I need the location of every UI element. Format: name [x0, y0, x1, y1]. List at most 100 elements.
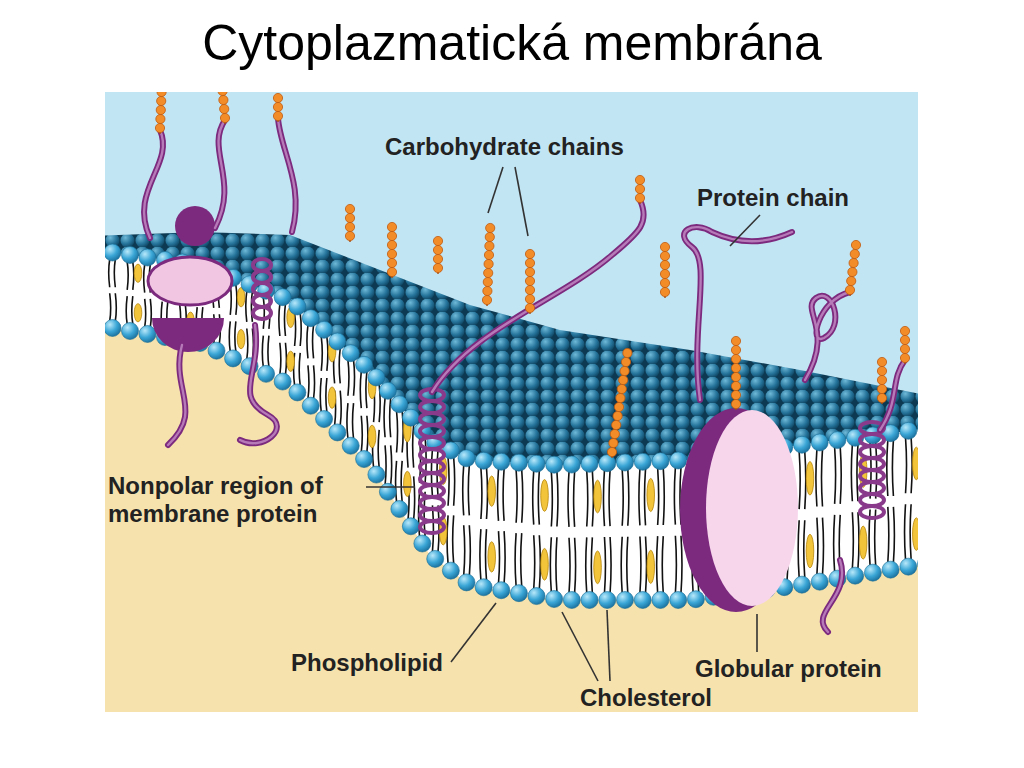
lipid-tail — [251, 291, 252, 322]
leader-line — [515, 167, 528, 236]
lipid-head — [510, 585, 527, 602]
cholesterol-molecule — [541, 480, 549, 512]
lipid-tail — [326, 378, 327, 412]
lipid-tail — [551, 472, 552, 527]
lipid-head — [670, 452, 687, 469]
lipid-tail — [646, 536, 647, 593]
lipid-tail — [453, 515, 454, 563]
lipid-head — [391, 396, 408, 413]
lipid-head — [528, 455, 545, 472]
lipid-head — [442, 562, 459, 579]
lipid-head — [274, 373, 291, 390]
lipid-tail — [367, 416, 368, 452]
lipid-tail — [235, 321, 236, 351]
lipid-head — [356, 451, 373, 468]
lipid-tail — [639, 469, 640, 526]
lipid-head — [208, 342, 225, 359]
lipid-head — [617, 592, 634, 609]
lipid-tail — [534, 535, 535, 589]
lipid-tail — [905, 504, 906, 559]
lipid-tail — [628, 470, 629, 526]
cholesterol-molecule — [134, 304, 142, 322]
lipid-tail — [621, 537, 622, 593]
lipid-tail — [126, 296, 127, 324]
protein-chain — [805, 292, 850, 380]
lipid-head — [122, 323, 139, 340]
lipid-tail — [817, 518, 818, 575]
sugar-bead — [900, 344, 909, 353]
lipid-tail — [110, 293, 111, 321]
sugar-bead — [660, 269, 669, 278]
sugar-bead — [623, 348, 632, 357]
lipid-tail — [504, 531, 505, 583]
sugar-bead — [731, 381, 740, 390]
sugar-bead — [155, 123, 164, 132]
lipid-tail — [454, 457, 455, 505]
lipid-tail — [353, 403, 354, 439]
lipid-head — [122, 247, 139, 264]
lipid-tail — [521, 533, 522, 586]
lipid-head — [475, 452, 492, 469]
lipid-head — [316, 321, 333, 338]
lipid-tail — [150, 299, 151, 327]
lipid-tail — [603, 470, 604, 526]
lipid-head — [274, 289, 291, 306]
globular-protein-section — [148, 257, 232, 305]
leader-group — [366, 167, 760, 681]
lipid-head — [329, 424, 346, 441]
lipid-head — [356, 356, 373, 373]
cholesterol-molecule — [913, 447, 918, 480]
leader-line — [730, 215, 760, 246]
sugar-bead — [635, 193, 644, 202]
lipid-tail — [586, 537, 587, 593]
lipid-tail — [354, 360, 355, 396]
globular-protein-top — [175, 206, 215, 246]
lipid-tail — [320, 378, 321, 412]
lipid-head — [793, 436, 810, 453]
lipid-head — [379, 382, 396, 399]
cholesterol-molecule — [913, 518, 918, 551]
lipid-tail — [480, 529, 481, 580]
sugar-bead — [483, 286, 492, 295]
lipid-tail — [127, 262, 128, 290]
helix-turn — [253, 307, 271, 319]
sugar-bead — [612, 420, 621, 429]
sugar-bead — [485, 241, 494, 250]
sugar-bead — [433, 263, 442, 272]
sugar-bead — [660, 287, 669, 296]
lipid-head — [427, 550, 444, 567]
lipid-tail — [385, 445, 386, 484]
carbohydrate-chains — [155, 92, 909, 458]
lipid-tail — [657, 536, 658, 593]
sugar-bead — [613, 411, 622, 420]
lipid-tail — [610, 537, 611, 593]
lipid-tail — [805, 452, 806, 509]
lipid-tail — [133, 262, 134, 290]
lipid-head — [475, 579, 492, 596]
lipid-head — [811, 434, 828, 451]
lipid-tail — [481, 468, 482, 519]
lipid-head — [402, 409, 419, 426]
lipid-tail — [857, 445, 858, 501]
sugar-bead — [433, 254, 442, 263]
sugar-bead — [660, 242, 669, 251]
lipid-head — [402, 518, 419, 535]
sugar-bead — [482, 295, 491, 304]
lipid-head — [563, 456, 580, 473]
lipid-tail — [321, 337, 322, 371]
lipid-tail — [587, 471, 588, 527]
sugar-bead — [273, 93, 282, 102]
sugar-bead — [525, 294, 534, 303]
lipid-head — [289, 384, 306, 401]
protein-chain — [240, 325, 277, 443]
cholesterol-molecule — [806, 534, 814, 568]
lipid-tail — [396, 461, 397, 502]
protein-chain — [278, 118, 296, 232]
lipid-head — [379, 483, 396, 500]
sugar-bead — [525, 276, 534, 285]
lipid-tail — [640, 536, 641, 593]
lipid-tail — [575, 538, 576, 593]
lipid-tail — [313, 325, 314, 358]
sugar-bead — [156, 105, 165, 114]
sugar-bead — [387, 240, 396, 249]
